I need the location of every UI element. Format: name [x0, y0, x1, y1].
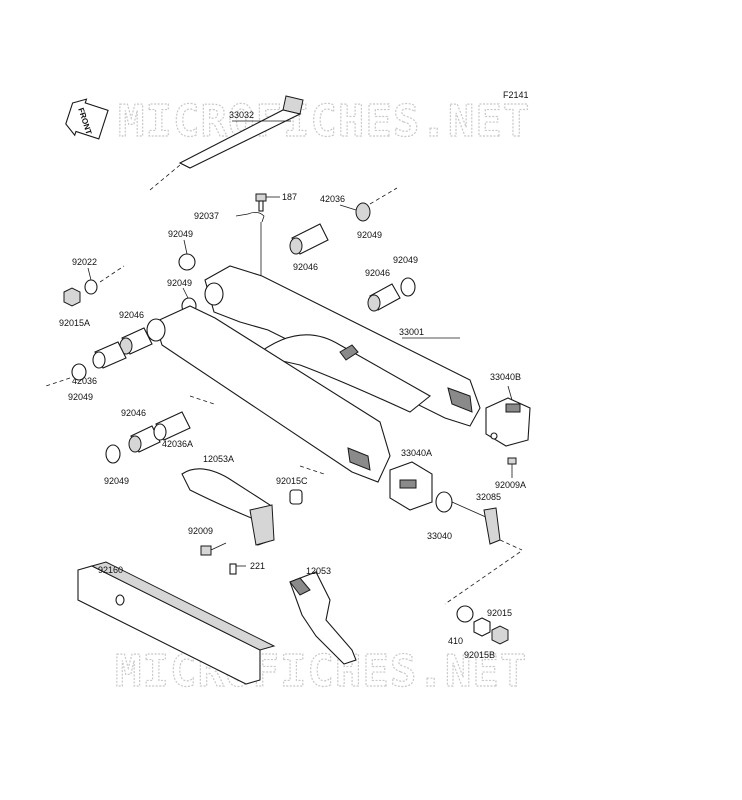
collar-92015C	[289, 489, 303, 505]
label-33040A: 33040A	[401, 448, 432, 458]
chain-adjuster-33040A	[389, 461, 433, 511]
nut-92015	[491, 625, 509, 645]
label-92046-d: 92046	[121, 408, 146, 418]
label-92015B: 92015B	[464, 650, 495, 660]
label-92022: 92022	[72, 257, 97, 267]
label-42036-top: 42036	[320, 194, 345, 204]
label-42036A: 42036A	[162, 439, 193, 449]
label-92160: 92160	[98, 565, 123, 575]
seal-92049-f	[105, 444, 121, 464]
bearing-92046-d	[128, 425, 161, 453]
watermark-bottom: MICROFICHES.NET	[115, 646, 527, 697]
label-12053A: 12053A	[203, 454, 234, 464]
front-arrow-icon: FRONT	[65, 98, 109, 140]
figure-code: F2141	[503, 90, 529, 100]
label-92037: 92037	[194, 211, 219, 221]
chain-guide-12053A	[181, 468, 275, 546]
label-33032: 33032	[229, 110, 254, 120]
label-92015C: 92015C	[276, 476, 308, 486]
nut-92015A	[63, 287, 81, 307]
label-92046-a: 92046	[293, 262, 318, 272]
seal-92049-b	[178, 253, 196, 271]
label-92046-c: 92046	[119, 310, 144, 320]
label-92015A: 92015A	[59, 318, 90, 328]
label-92049-d: 92049	[393, 255, 418, 265]
label-33040: 33040	[427, 531, 452, 541]
label-32085: 32085	[476, 492, 501, 502]
label-187: 187	[282, 192, 297, 202]
plate-33040	[435, 491, 489, 519]
pivot-shaft	[149, 95, 304, 191]
bolt-92009A	[507, 457, 517, 465]
label-410: 410	[448, 636, 463, 646]
label-221: 221	[250, 561, 265, 571]
collar-42036-top	[355, 202, 371, 222]
block-32085	[483, 507, 501, 545]
washer-410	[456, 605, 474, 623]
label-42036-left: 42036	[72, 376, 97, 386]
pad-92160	[77, 561, 276, 685]
collar-42036A	[153, 411, 191, 441]
label-92049-a: 92049	[357, 230, 382, 240]
label-12053: 12053	[306, 566, 331, 576]
bolt-187	[255, 193, 267, 212]
clip-92037	[247, 212, 265, 223]
label-33040B: 33040B	[490, 372, 521, 382]
bearing-92046-a	[289, 223, 329, 255]
nut-92015B	[473, 617, 491, 637]
label-92009A: 92009A	[495, 480, 526, 490]
label-92049-f: 92049	[104, 476, 129, 486]
bolt-92009	[200, 542, 227, 556]
label-92009: 92009	[188, 526, 213, 536]
seal-92049-e	[71, 363, 87, 381]
chain-guide-12053	[289, 571, 357, 665]
label-92049-e: 92049	[68, 392, 93, 402]
label-92049-c: 92049	[167, 278, 192, 288]
chain-adjuster-33040B	[485, 397, 531, 447]
seal-92049-d	[400, 277, 416, 297]
label-33001: 33001	[399, 327, 424, 337]
watermark-top: MICROFICHES.NET	[118, 96, 530, 147]
swing-arm	[146, 265, 481, 483]
screw-221	[229, 563, 237, 575]
label-92046-b: 92046	[365, 268, 390, 278]
label-92015: 92015	[487, 608, 512, 618]
bearing-92046-b	[367, 283, 401, 312]
label-92049-b: 92049	[168, 229, 193, 239]
collar-42036-left	[92, 341, 127, 369]
washer-92022	[84, 279, 98, 295]
